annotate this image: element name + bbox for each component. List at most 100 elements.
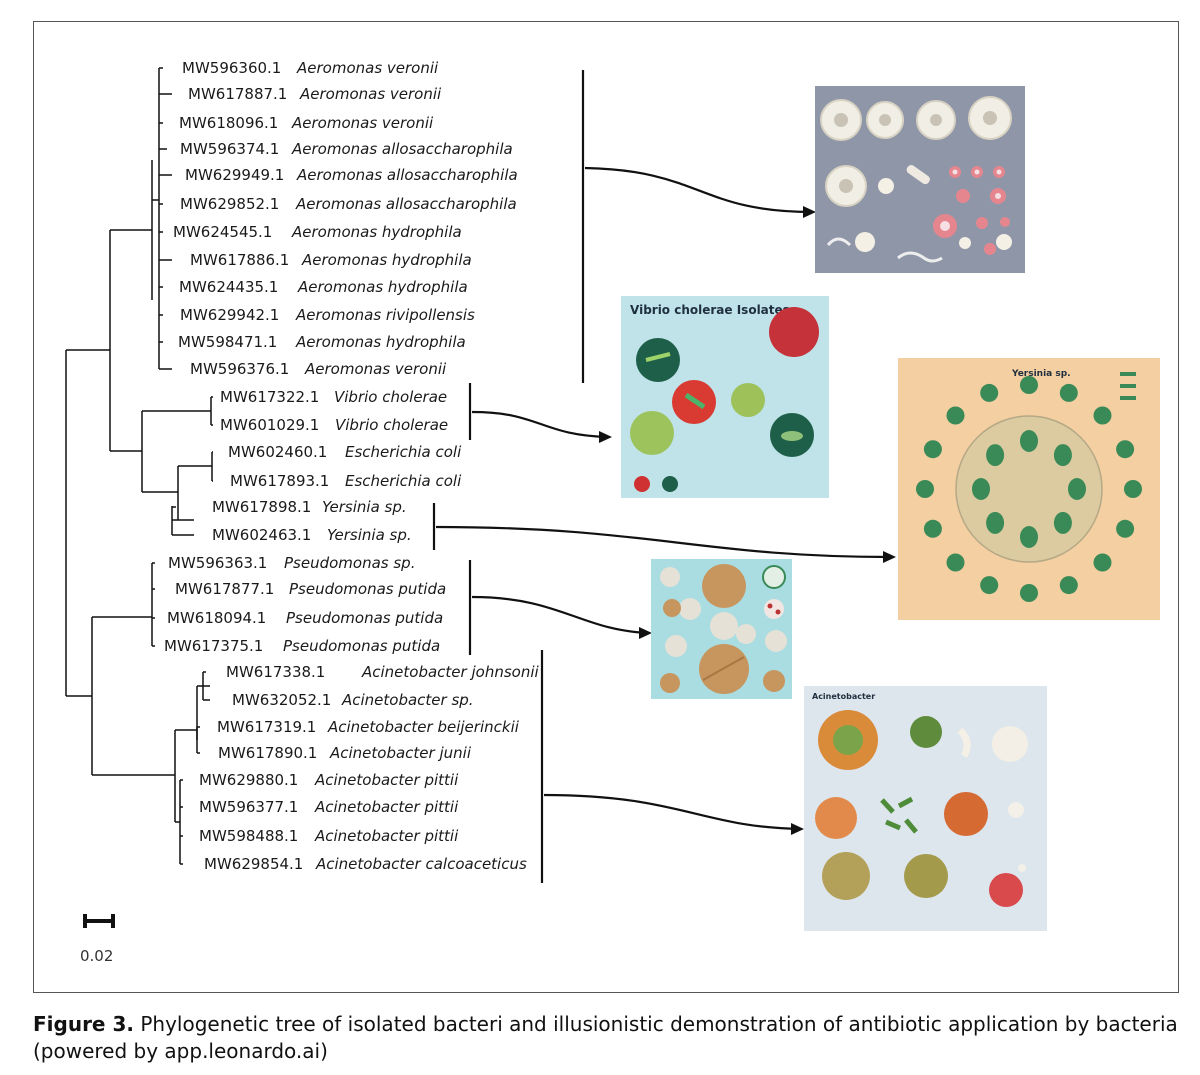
tree-leaf: MW602463.1 Yersinia sp. [212, 526, 412, 544]
tree-leaf: MW617322.1 Vibrio cholerae [220, 388, 447, 406]
leaf-accession: MW617887.1 [188, 85, 287, 103]
leaf-species: Escherichia coli [345, 472, 462, 490]
colony-shape [980, 576, 999, 595]
colony-shape [986, 511, 1005, 534]
leaf-accession: MW617893.1 [230, 472, 329, 490]
leaf-accession: MW596377.1 [199, 798, 298, 816]
leaf-species: Vibrio cholerae [335, 416, 448, 434]
leaf-accession: MW596376.1 [190, 360, 289, 378]
scale-bar-label: 0.02 [80, 947, 113, 965]
figure-frame [33, 21, 1179, 993]
leaf-species: Yersinia sp. [327, 526, 412, 544]
leaf-accession: MW617375.1 [164, 637, 263, 655]
figure-caption: Figure 3. Phylogenetic tree of isolated … [33, 1011, 1183, 1065]
colony-shape [1068, 478, 1086, 500]
leaf-species: Pseudomonas putida [283, 637, 440, 655]
colony-shape [1020, 430, 1038, 452]
leaf-accession: MW629854.1 [204, 855, 303, 873]
leaf-accession: MW596374.1 [180, 140, 279, 158]
colony-shape [1116, 519, 1135, 538]
clade-brackets [432, 70, 893, 883]
leaf-accession: MW617890.1 [218, 744, 317, 762]
leaf-accession: MW617886.1 [190, 251, 289, 269]
arrowhead [883, 551, 896, 563]
leaf-accession: MW632052.1 [232, 691, 331, 709]
leaf-accession: MW602463.1 [212, 526, 311, 544]
leaf-accession: MW617877.1 [175, 580, 274, 598]
leaf-species: Aeromonas rivipollensis [295, 306, 475, 324]
leaf-accession: MW617322.1 [220, 388, 319, 406]
vibrio-cholerae-panel: Vibrio cholerae Isolates [621, 296, 829, 498]
colony-shape [923, 519, 942, 538]
leaf-species: Acinetobacter pittii [314, 771, 459, 789]
leaf-accession: MW618096.1 [179, 114, 278, 132]
colony-shape [1020, 584, 1038, 602]
leaf-species: Aeromonas hydrophila [297, 278, 468, 296]
arrowhead [639, 627, 652, 639]
yersinia-panel-title: Yersinia sp. [1011, 369, 1071, 379]
leaf-accession: MW624435.1 [179, 278, 278, 296]
leaf-species: Pseudomonas putida [286, 609, 443, 627]
tree-leaf: MW598488.1 Acinetobacter pittii [199, 827, 459, 845]
yersinia-arrow [435, 525, 893, 559]
leaf-species: Acinetobacter pittii [314, 798, 459, 816]
colony-shape [986, 444, 1005, 467]
tree-leaf: MW629942.1 Aeromonas rivipollensis [180, 306, 475, 324]
leaf-accession: MW624545.1 [173, 223, 272, 241]
colony-shape [1093, 406, 1112, 425]
caption-label: Figure 3. [33, 1012, 134, 1036]
arrowhead [803, 206, 816, 218]
leaf-accession: MW617319.1 [217, 718, 316, 736]
leaf-species: Aeromonas allosaccharophila [295, 195, 517, 213]
tree-leaf: MW617877.1 Pseudomonas putida [175, 580, 446, 598]
tree-leaf: MW624435.1 Aeromonas hydrophila [179, 278, 468, 296]
colony-shape [1020, 376, 1038, 394]
acinetobacter-arrow [543, 793, 801, 831]
scale-bar: 0.02 [80, 914, 115, 965]
vibrio-panel-title: Vibrio cholerae Isolates [630, 303, 790, 317]
leaf-species: Acinetobacter calcoaceticus [315, 855, 527, 873]
yersinia-panel: Yersinia sp. [898, 358, 1160, 620]
tree-leaf: MW617375.1 Pseudomonas putida [164, 637, 440, 655]
arrowhead [791, 823, 804, 835]
colony-shape [946, 406, 965, 425]
leaf-species: Aeromonas veronii [296, 59, 439, 77]
arrowheads [599, 206, 896, 835]
leaf-accession: MW629942.1 [180, 306, 279, 324]
colony-shape [946, 553, 965, 572]
acinetobacter-panel: Acinetobacter [804, 686, 1047, 931]
leaf-accession: MW629852.1 [180, 195, 279, 213]
colony-shape [1059, 576, 1078, 595]
leaf-accession: MW598488.1 [199, 827, 298, 845]
phylogenetic-tree [65, 67, 213, 865]
tree-leaf: MW629852.1 Aeromonas allosaccharophila [180, 195, 517, 213]
leaf-species: Vibrio cholerae [334, 388, 447, 406]
leaf-accession: MW601029.1 [220, 416, 319, 434]
leaf-species: Aeromonas veronii [299, 85, 442, 103]
colony-shape [972, 478, 990, 500]
leaf-species: Acinetobacter pittii [314, 827, 459, 845]
colony-shape [1053, 511, 1072, 534]
leaf-species: Aeromonas allosaccharophila [291, 140, 513, 158]
colony-shape [1124, 480, 1142, 498]
leaf-species: Acinetobacter sp. [341, 691, 474, 709]
tree-leaf: MW601029.1 Vibrio cholerae [220, 416, 448, 434]
leaf-accession: MW617898.1 [212, 498, 311, 516]
leaf-species: Pseudomonas putida [289, 580, 446, 598]
leaf-species: Escherichia coli [345, 443, 462, 461]
arrowhead [599, 431, 612, 443]
leaf-accession: MW629880.1 [199, 771, 298, 789]
colony-shape [1116, 440, 1135, 459]
